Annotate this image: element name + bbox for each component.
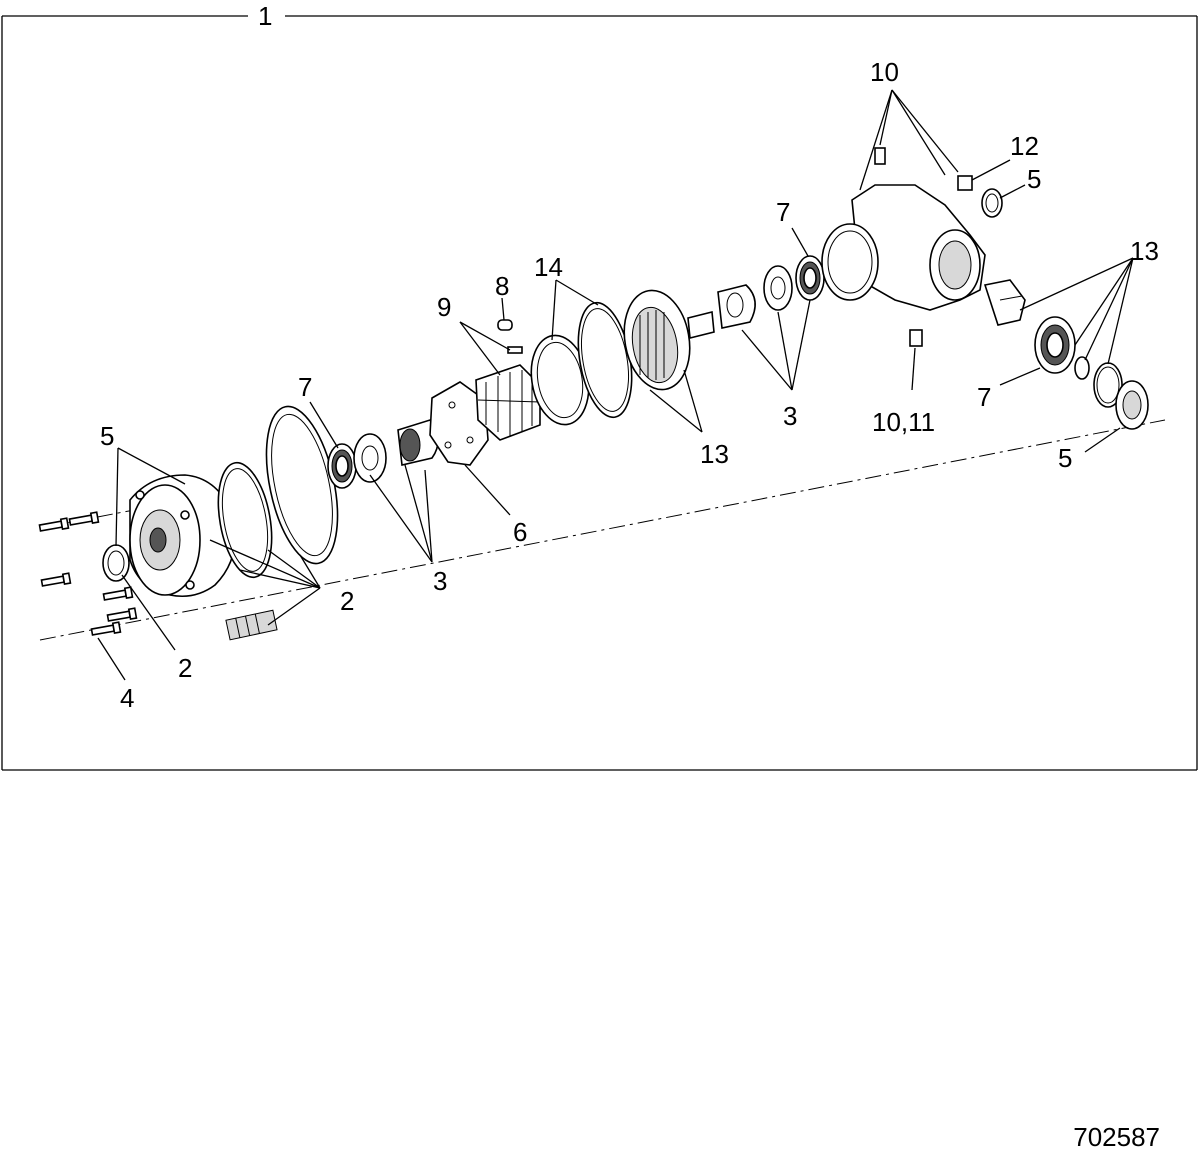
bearing-7-right bbox=[1034, 316, 1076, 374]
callout-10-11: 10,11 bbox=[872, 407, 935, 437]
callout-7: 7 bbox=[298, 372, 312, 402]
cover-housing bbox=[129, 474, 237, 598]
callout-5: 5 bbox=[1058, 443, 1072, 473]
figure-number: 702587 bbox=[1073, 1122, 1160, 1152]
retainer-14 bbox=[530, 301, 633, 426]
snap-rings-13 bbox=[1074, 356, 1123, 408]
callout-2: 2 bbox=[178, 653, 192, 683]
callout-5: 5 bbox=[1027, 164, 1041, 194]
mounting-bolts bbox=[38, 511, 138, 636]
connector bbox=[225, 609, 278, 641]
armature-plate-6 bbox=[429, 381, 489, 466]
callout-6: 6 bbox=[513, 517, 527, 547]
callout-4: 4 bbox=[120, 683, 134, 713]
callout-13: 13 bbox=[700, 439, 729, 469]
callout-13: 13 bbox=[1130, 236, 1159, 266]
callout-14: 14 bbox=[534, 252, 563, 282]
seal-5-upper bbox=[981, 188, 1003, 218]
callout-9: 9 bbox=[437, 292, 451, 322]
centre-axis bbox=[39, 419, 1166, 641]
ring-gear-13 bbox=[623, 289, 715, 391]
assembly-frame bbox=[1, 15, 1198, 771]
roll-cage-9 bbox=[475, 364, 541, 441]
callout-5: 5 bbox=[100, 421, 114, 451]
callout-labels: 5 2 2 4 7 3 6 9 8 14 13 3 7 10 12 5 10,1… bbox=[100, 57, 1159, 713]
pin-8 bbox=[497, 319, 523, 354]
seal-5-right bbox=[1115, 380, 1149, 430]
callout-10: 10 bbox=[870, 57, 899, 87]
gaskets-2 bbox=[217, 405, 339, 579]
leader-lines bbox=[97, 89, 1134, 681]
bearing-7-mid bbox=[795, 255, 825, 301]
bearing-7-left bbox=[327, 443, 357, 489]
callout-3: 3 bbox=[433, 566, 447, 596]
callout-7: 7 bbox=[776, 197, 790, 227]
plug-12 bbox=[957, 175, 973, 191]
callout-3: 3 bbox=[783, 401, 797, 431]
callout-7: 7 bbox=[977, 382, 991, 412]
callout-12: 12 bbox=[1010, 131, 1039, 161]
callout-8: 8 bbox=[495, 271, 509, 301]
seal-left bbox=[102, 544, 130, 582]
gearcase-housing-10 bbox=[821, 147, 1026, 347]
spacers-3-right bbox=[717, 265, 793, 329]
assembly-callout: 1 bbox=[258, 1, 272, 31]
callout-2: 2 bbox=[340, 586, 354, 616]
